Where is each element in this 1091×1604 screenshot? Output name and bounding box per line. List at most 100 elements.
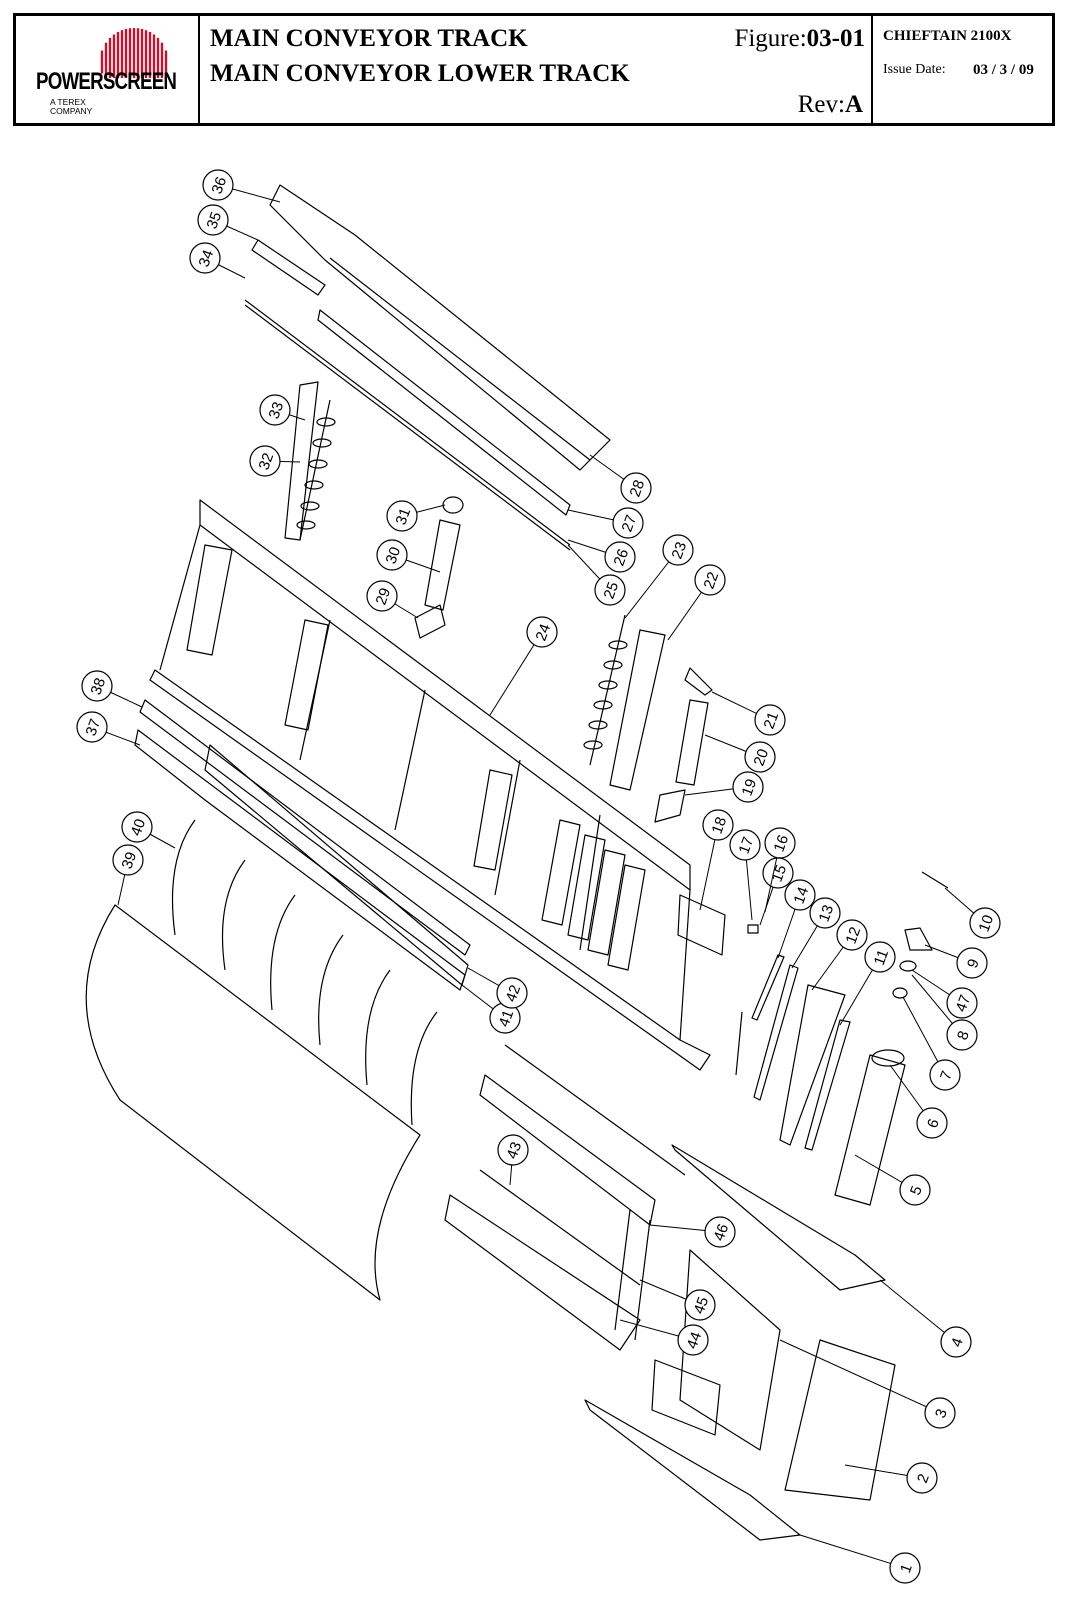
- callout-label: 27: [619, 513, 641, 534]
- part-22-beam: [609, 629, 666, 791]
- callout-36: 36: [202, 169, 281, 203]
- callout-8: 8: [911, 974, 978, 1051]
- callout-29: 29: [366, 580, 419, 619]
- title-cell: MAIN CONVEYOR TRACK MAIN CONVEYOR LOWER …: [200, 16, 873, 123]
- callout-12: 12: [811, 919, 868, 991]
- part-19-bracket: [654, 789, 686, 823]
- callout-label: 21: [761, 710, 783, 731]
- part-31-bracket: [442, 496, 464, 514]
- callout-label: 31: [393, 506, 415, 527]
- part-39-cover: [85, 904, 421, 1301]
- callout-label: 37: [83, 717, 105, 738]
- callout-label: 35: [204, 210, 226, 231]
- callout-label: 41: [496, 1008, 518, 1029]
- part-21-bracket: [684, 667, 713, 696]
- part-13-strip: [753, 964, 799, 1101]
- part-27-strip: [317, 309, 571, 516]
- callout-label: 15: [769, 863, 791, 884]
- part-14-strip: [751, 954, 785, 1021]
- callout-9: 9: [924, 944, 988, 979]
- callout-2: 2: [844, 1462, 938, 1494]
- part-35-strip: [251, 239, 326, 296]
- callout-label: 16: [771, 833, 793, 854]
- callout-label: 39: [119, 850, 141, 871]
- brand-name: POWERSCREEN: [36, 68, 177, 95]
- callout-38: 38: [81, 670, 143, 708]
- part-11-strip: [804, 1019, 851, 1151]
- machine-model: CHIEFTAIN 2100X: [883, 28, 1012, 44]
- part-43-strip: [479, 1169, 641, 1286]
- callout-label: 17: [736, 835, 758, 856]
- part-5-drum: [834, 1054, 906, 1206]
- callout-32: 32: [249, 445, 301, 477]
- callout-39: 39: [112, 844, 144, 906]
- callout-17: 17: [729, 829, 761, 921]
- part-34-strip: [244, 299, 571, 546]
- callout-6: 6: [889, 1064, 948, 1139]
- callout-30: 30: [376, 539, 441, 573]
- part-38-rail: [139, 699, 471, 956]
- callout-4: 4: [879, 1279, 972, 1358]
- callout-label: 45: [691, 1295, 713, 1316]
- callout-21: 21: [711, 691, 786, 736]
- callout-label: 29: [373, 586, 395, 607]
- callout-26: 26: [567, 539, 636, 573]
- callout-label: 20: [751, 747, 773, 768]
- figure-number: Figure:03-01: [734, 25, 865, 52]
- callout-19: 19: [684, 771, 764, 803]
- part-37-rail: [134, 729, 466, 991]
- part-12-plate: [779, 984, 846, 1146]
- callout-label: 25: [601, 580, 623, 601]
- part-36-channel: [269, 184, 611, 471]
- callout-44: 44: [619, 1319, 709, 1356]
- callout-label: 18: [709, 815, 731, 836]
- part-17-clip: [747, 924, 759, 934]
- logo-cell: POWERSCREEN A TEREX COMPANY: [16, 16, 200, 123]
- callout-10: 10: [944, 887, 1001, 939]
- callout-5: 5: [854, 1154, 931, 1206]
- callout-16: 16: [764, 827, 796, 913]
- callout-18: 18: [699, 809, 734, 911]
- part-29-bracket: [414, 604, 446, 639]
- callout-33: 33: [259, 394, 306, 426]
- part-40-hoops: [171, 819, 438, 1126]
- callout-45: 45: [639, 1279, 716, 1321]
- callout-label: 36: [209, 175, 231, 196]
- callout-label: 24: [533, 622, 555, 643]
- callout-14: 14: [777, 879, 816, 959]
- callout-42: 42: [467, 967, 528, 1009]
- callout-11: 11: [839, 941, 896, 1026]
- callout-label: 30: [383, 545, 405, 566]
- part-42-channel: [204, 744, 469, 986]
- part-24-main-frame: [149, 499, 711, 1071]
- callout-label: 33: [266, 400, 288, 421]
- callout-34: 34: [189, 242, 246, 279]
- callout-label: 28: [627, 478, 649, 499]
- part-47-collar: [899, 960, 917, 972]
- callout-46: 46: [649, 1216, 736, 1248]
- callout-35: 35: [197, 204, 259, 241]
- callout-label: 23: [669, 540, 691, 561]
- part-30-idler: [424, 519, 461, 611]
- callout-label: 40: [128, 817, 150, 838]
- callout-47: 47: [911, 969, 978, 1019]
- callout-label: 42: [503, 983, 525, 1004]
- callout-label: 46: [711, 1222, 733, 1243]
- callout-25: 25: [567, 544, 626, 606]
- callout-37: 37: [76, 711, 141, 746]
- callout-13: 13: [791, 897, 841, 969]
- callout-1: 1: [799, 1534, 921, 1584]
- callout-15: 15: [759, 857, 794, 926]
- callout-label: 12: [843, 925, 865, 946]
- callout-label: 43: [504, 1140, 526, 1161]
- callout-label: 38: [88, 676, 110, 697]
- exploded-parts-diagram: 1234567847910111213141516171819202122232…: [76, 169, 1001, 1584]
- callout-label: 11: [871, 947, 892, 967]
- callout-7: 7: [902, 996, 961, 1091]
- part-4-plate: [671, 1144, 886, 1291]
- callout-label: 32: [256, 451, 278, 472]
- issue-date-value: 03 / 3 / 09: [973, 62, 1034, 78]
- callout-31: 31: [386, 500, 446, 532]
- title-block: POWERSCREEN A TEREX COMPANY MAIN CONVEYO…: [13, 13, 1055, 126]
- revision: Rev:A: [797, 91, 863, 118]
